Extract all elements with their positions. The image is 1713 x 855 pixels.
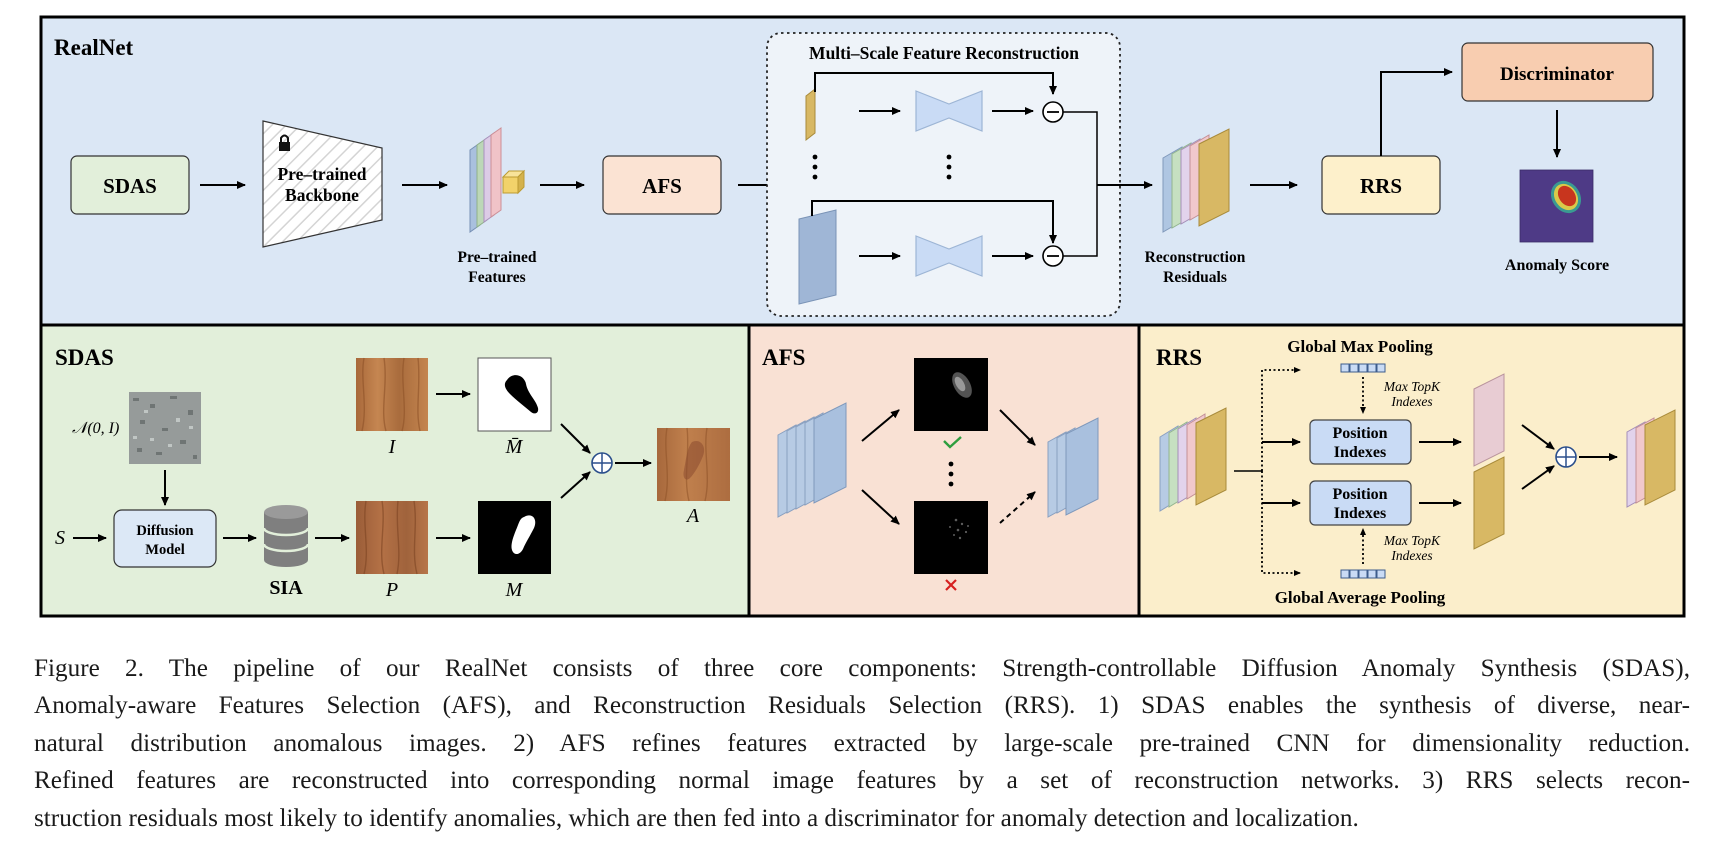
caption-line-5: struction residuals most likely to ident… (34, 804, 1359, 832)
anomaly-score-label: Anomaly Score (1505, 257, 1609, 274)
msfr-box (766, 32, 1121, 317)
afs-input-features (777, 402, 847, 518)
caption-line-4: Refined features are reconstructed into … (34, 767, 1690, 795)
caption-line-1: Figure 2. The pipeline of our RealNet co… (34, 655, 1690, 682)
msfr-ellipsis-mid (946, 154, 952, 180)
topk-bottom-label-1: Max TopK (1383, 533, 1441, 548)
anomaly-score-map (1519, 169, 1594, 243)
pos-top-label-1: Position (1332, 425, 1387, 442)
gap-vector (1340, 569, 1386, 579)
i-label: I (388, 436, 397, 458)
msfr-skip-top (814, 72, 1057, 95)
s-label: S (55, 527, 65, 549)
selected-feature-bottom (1473, 456, 1505, 550)
afs-selected-map (914, 358, 988, 431)
discriminator-box (1461, 42, 1654, 102)
figure-caption: Figure 2. The pipeline of our RealNet co… (34, 650, 1690, 837)
gmp-label: Global Max Pooling (1287, 337, 1433, 356)
afs-panel-title: AFS (762, 345, 805, 370)
pretrained-features-stack (469, 127, 526, 233)
pos-bottom-label-2: Indexes (1334, 505, 1386, 522)
afs-rejected-map (914, 501, 988, 574)
arrow-m-combine (560, 471, 591, 499)
rrs-panel (1137, 323, 1686, 618)
selected-feature-top (1473, 373, 1505, 467)
position-box-top (1309, 419, 1412, 465)
msfr-small-feature (805, 87, 816, 142)
residuals-stack (1162, 128, 1230, 233)
diffusion-label-2: Model (145, 542, 184, 558)
residuals-label-1: Reconstruction (1145, 249, 1246, 266)
arrow-rrs-discriminator (1380, 68, 1453, 156)
arrow-selected-output (999, 409, 1036, 446)
gap-label: Global Average Pooling (1275, 588, 1446, 607)
pos-bottom-label-1: Position (1332, 486, 1387, 503)
sdas-panel-title: SDAS (55, 345, 114, 370)
afs-output-features (1047, 417, 1099, 518)
arrow-top-combine (1521, 424, 1555, 450)
msfr-title: Multi–Scale Feature Reconstruction (809, 43, 1079, 63)
sdas-box (70, 155, 190, 215)
diffusion-label-1: Diffusion (136, 523, 193, 539)
pos-top-label-2: Indexes (1334, 444, 1386, 461)
lock-icon (279, 134, 290, 151)
rrs-input-features (1159, 407, 1227, 512)
backbone-label-2: Backbone (285, 185, 359, 205)
sdas-box-label: SDAS (103, 174, 157, 198)
diffusion-model-box (113, 509, 217, 568)
image-a (657, 427, 730, 502)
branch-gap (1261, 471, 1301, 576)
caption-line-3: natural distribution anomalous images. 2… (34, 729, 1690, 757)
realnet-pipeline-figure: RealNet SDAS Pre–trained Backbone Pre–tr… (39, 15, 1686, 618)
arrow-afs-up (861, 409, 900, 442)
arrow-mbar-combine (560, 423, 591, 454)
a-label: A (685, 505, 700, 527)
noise-image (129, 392, 201, 464)
m-bar-label: M̄ (505, 436, 524, 458)
arrow-afs-down (861, 489, 900, 525)
features-label-1: Pre–trained (458, 249, 537, 266)
discriminator-label: Discriminator (1500, 64, 1615, 85)
position-box-bottom (1309, 480, 1412, 526)
msfr-skip-bottom (811, 200, 1057, 244)
afs-ellipsis (948, 461, 954, 487)
sia-label: SIA (269, 577, 303, 599)
rrs-output-features (1626, 409, 1676, 508)
topk-top-label-2: Indexes (1390, 394, 1432, 409)
image-i (356, 357, 428, 432)
residuals-label-2: Residuals (1163, 269, 1227, 286)
m-label: M (505, 579, 524, 601)
rrs-box-label: RRS (1360, 174, 1402, 198)
noise-label: 𝒩(0, I) (72, 420, 119, 437)
gmp-vector (1340, 363, 1386, 373)
topk-bottom-label-2: Indexes (1390, 548, 1432, 563)
afs-box-label: AFS (642, 174, 682, 198)
arrow-bottom-combine (1521, 465, 1555, 490)
arrow-rejected-output (999, 491, 1036, 524)
image-p (356, 500, 428, 575)
msfr-ellipsis-left (812, 154, 818, 180)
afs-box (602, 155, 722, 215)
check-icon (943, 436, 962, 449)
topk-top-label-1: Max TopK (1383, 379, 1441, 394)
autoencoder-bottom (915, 235, 983, 277)
autoencoder-top (915, 90, 983, 132)
backbone-label-1: Pre–trained (277, 164, 366, 184)
cross-icon (945, 579, 957, 591)
p-label: P (385, 579, 398, 601)
mask-m-bar (477, 357, 552, 432)
features-label-2: Features (468, 269, 525, 286)
mask-m (478, 501, 551, 574)
realnet-title: RealNet (54, 35, 134, 60)
msfr-large-feature (798, 209, 837, 305)
caption-line-2: Anomaly-aware Features Selection (AFS), … (34, 692, 1690, 720)
backbone-trapezoid (262, 120, 383, 248)
branch-gmp (1261, 367, 1301, 471)
database-icon (262, 505, 310, 567)
rrs-panel-title: RRS (1156, 345, 1202, 370)
